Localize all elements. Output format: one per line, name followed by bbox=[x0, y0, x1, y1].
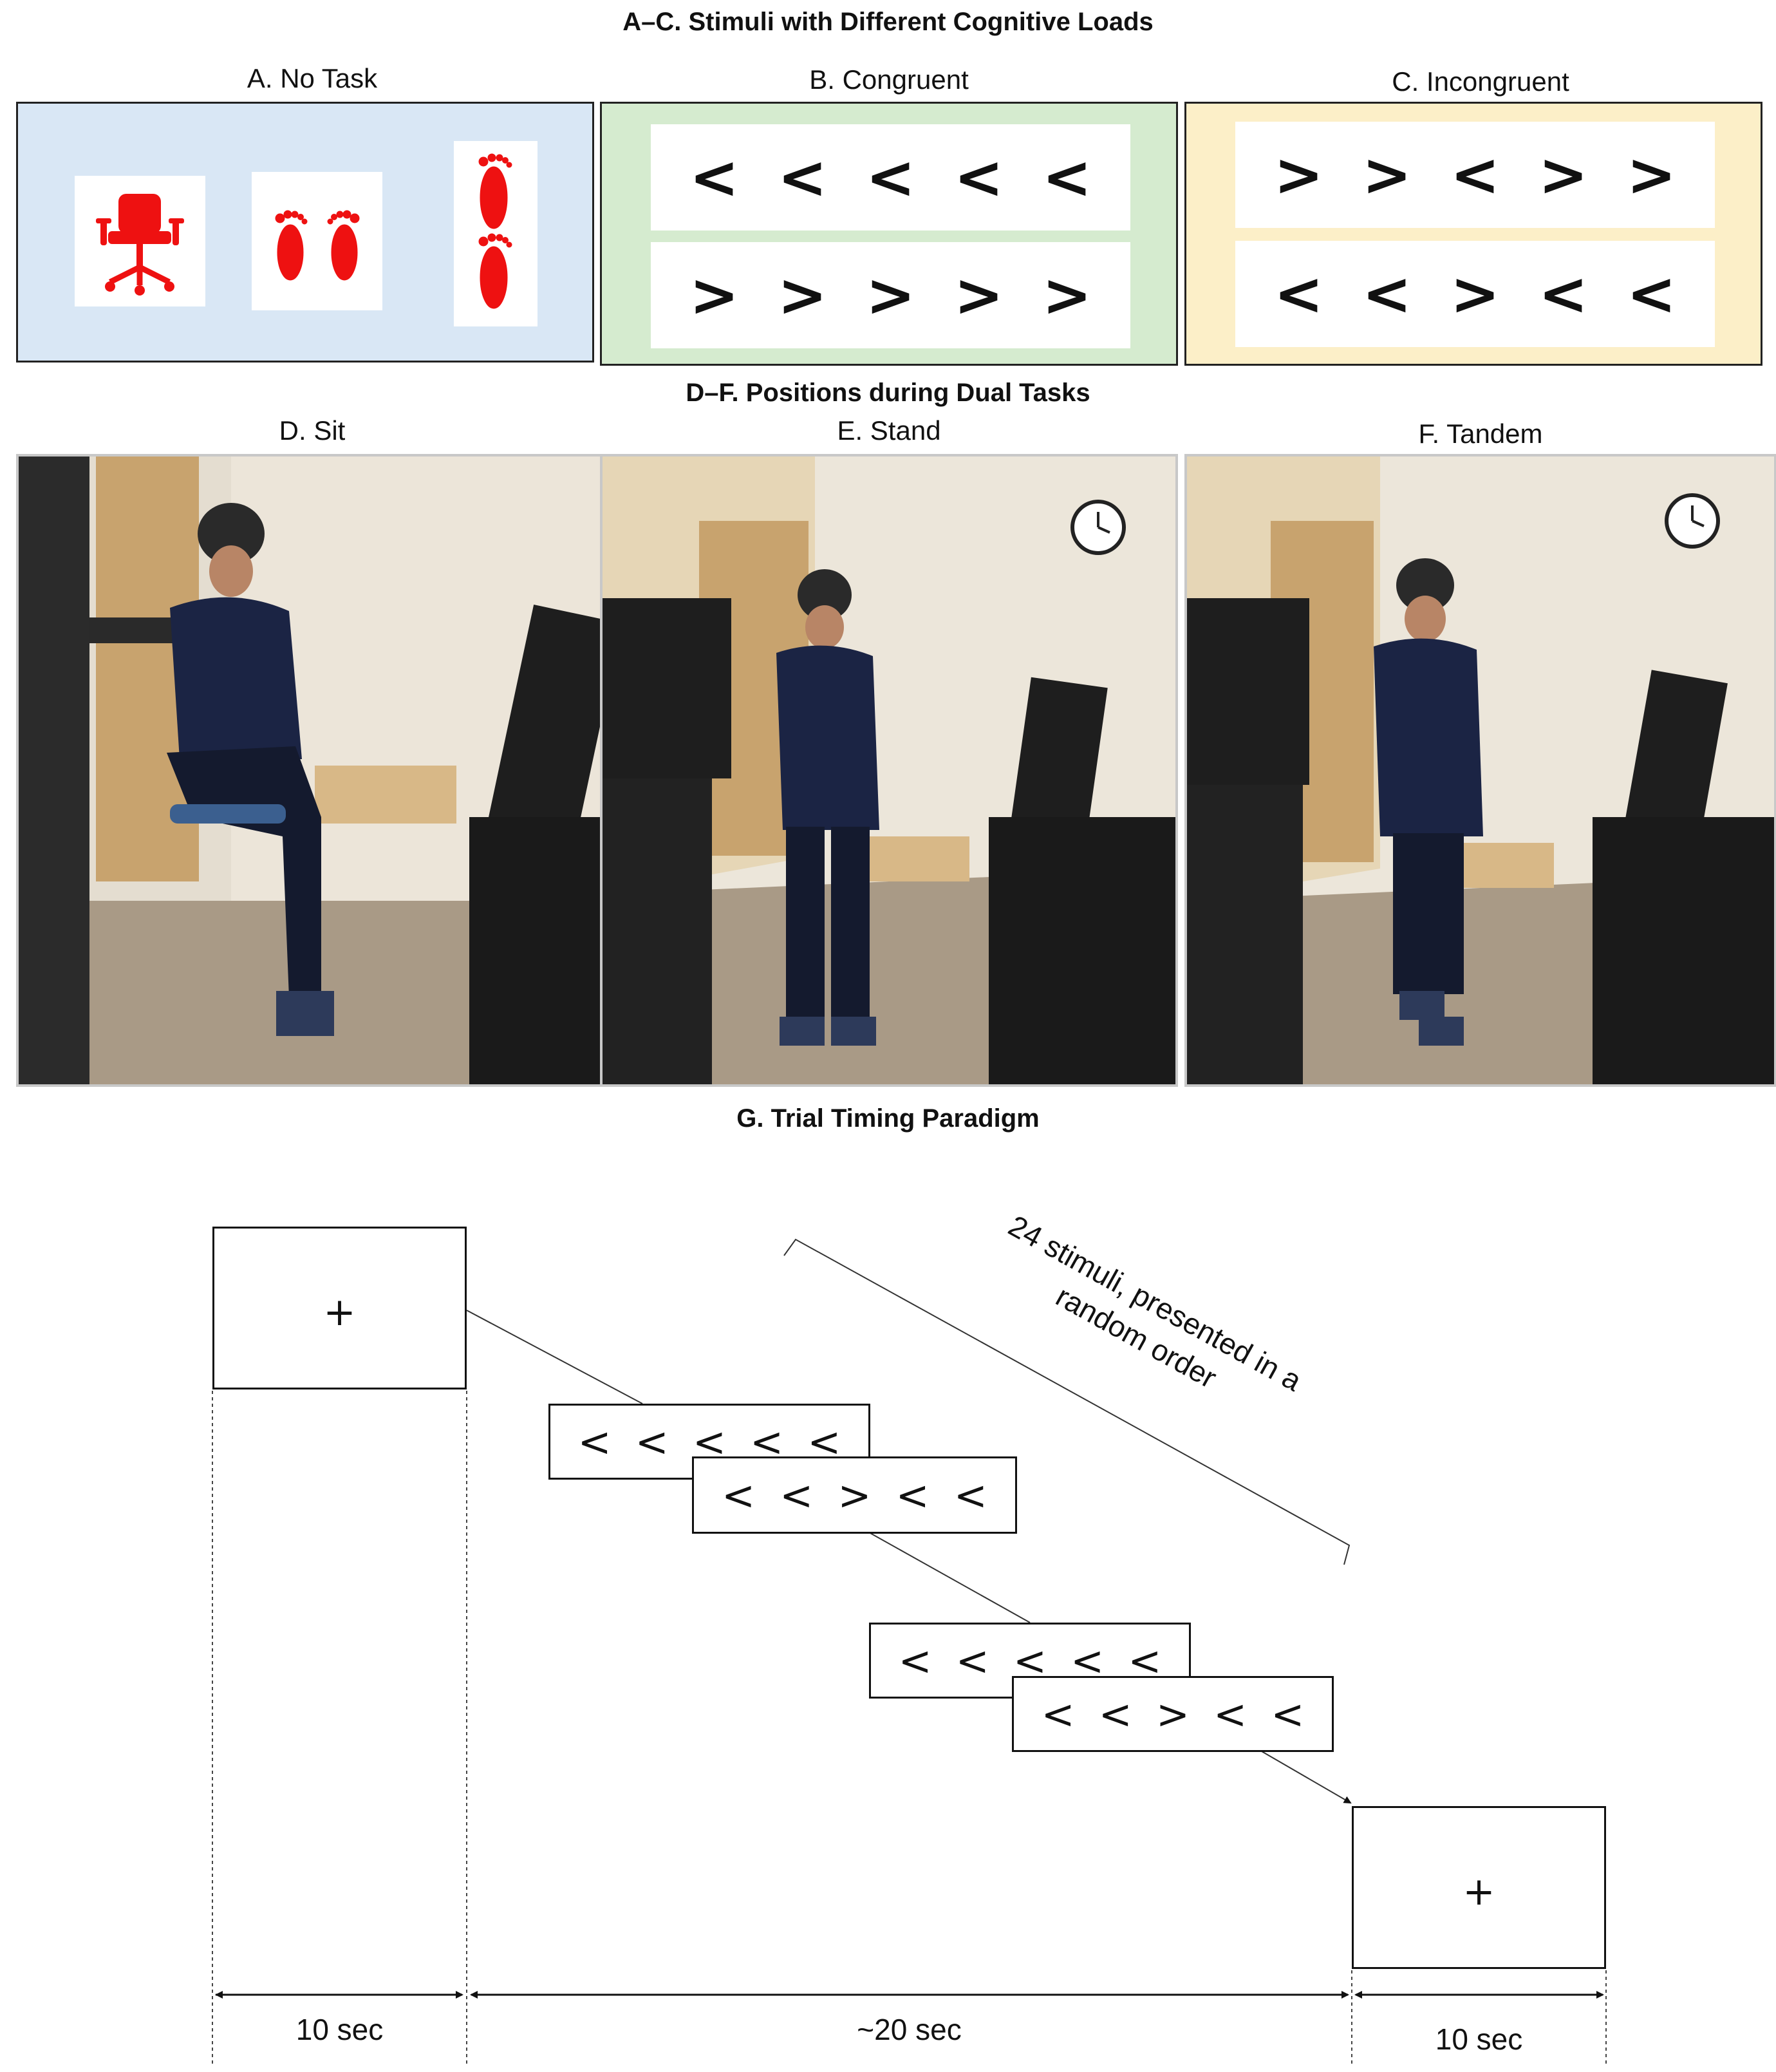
no-task-panel bbox=[16, 102, 594, 363]
tandem-feet-card bbox=[454, 141, 537, 326]
duration-label-fixation-start: 10 sec bbox=[295, 2013, 384, 2046]
photo-tandem bbox=[1184, 454, 1776, 1087]
fixation-cross: + bbox=[1463, 1869, 1495, 1914]
arrow-glyph: > bbox=[865, 261, 916, 330]
arrow-glyph: > bbox=[777, 261, 828, 330]
arrow-glyph: > bbox=[689, 261, 740, 330]
congruent-card-top: < < < < < bbox=[651, 124, 1130, 231]
chair-card bbox=[75, 176, 205, 306]
stimulus-arrows: < < > < < bbox=[694, 1458, 1015, 1532]
arrow-glyph: > bbox=[1155, 1690, 1190, 1738]
arrow-glyph: > bbox=[1273, 140, 1324, 209]
stimulus-box: < < > < < bbox=[1012, 1676, 1334, 1752]
panel-label-incongruent: C. Incongruent bbox=[1392, 66, 1569, 97]
arrow-glyph: > bbox=[1042, 261, 1092, 330]
arrow-glyph: < bbox=[722, 1471, 756, 1519]
arrow-glyph: < bbox=[777, 143, 828, 212]
section-title-timing: G. Trial Timing Paradigm bbox=[736, 1104, 1040, 1133]
arrow-glyph: < bbox=[955, 1637, 989, 1684]
arrow-glyph: < bbox=[1273, 259, 1324, 328]
arrow-glyph: < bbox=[895, 1471, 930, 1519]
arrow-glyph: < bbox=[953, 1471, 987, 1519]
panel-label-sit: D. Sit bbox=[279, 415, 346, 446]
congruent-card-bottom: > > > > > bbox=[651, 242, 1130, 348]
panel-label-congruent: B. Congruent bbox=[809, 64, 969, 95]
arrow-glyph: > bbox=[953, 261, 1004, 330]
arrow-glyph: > bbox=[1450, 259, 1500, 328]
arrow-glyph: < bbox=[1361, 259, 1412, 328]
incongruent-panel: > > < > > < < > < < bbox=[1184, 102, 1762, 366]
connector-line bbox=[868, 1532, 1031, 1623]
arrow-glyph: < bbox=[1450, 140, 1500, 209]
arrow-glyph: < bbox=[577, 1418, 612, 1465]
duration-label-stimuli: ~20 sec bbox=[857, 2013, 962, 2046]
incongruent-card-top: > > < > > bbox=[1235, 122, 1715, 228]
congruent-panel: < < < < < > > > > > bbox=[600, 102, 1178, 366]
arrow-glyph: < bbox=[1626, 259, 1677, 328]
arrow-glyph: < bbox=[1538, 259, 1589, 328]
office-chair-icon bbox=[96, 194, 184, 296]
arrow-glyph: < bbox=[780, 1471, 814, 1519]
connector-line bbox=[466, 1310, 643, 1404]
connector-arrow bbox=[1261, 1751, 1352, 1804]
stand-photo-illustration bbox=[603, 457, 1175, 1084]
arrow-glyph: < bbox=[1271, 1690, 1305, 1738]
fixation-cross: + bbox=[323, 1290, 356, 1335]
tandem-photo-illustration bbox=[1187, 457, 1774, 1084]
fixation-box-start: + bbox=[212, 1227, 467, 1389]
arrow-glyph: > bbox=[837, 1471, 872, 1519]
incongruent-row-bottom: < < > < < bbox=[1235, 241, 1715, 347]
arrow-glyph: < bbox=[865, 143, 916, 212]
arrow-glyph: > bbox=[1361, 140, 1412, 209]
two-footprints-icon bbox=[275, 210, 360, 281]
feet-card bbox=[252, 172, 382, 310]
duration-label-fixation-end: 10 sec bbox=[1435, 2022, 1523, 2056]
bracket-line bbox=[783, 1238, 1351, 1565]
panel-label-tandem: F. Tandem bbox=[1418, 419, 1543, 449]
tandem-footprints-icon bbox=[478, 153, 512, 309]
photo-stand bbox=[600, 454, 1178, 1087]
panel-label-no-task: A. No Task bbox=[247, 63, 378, 93]
section-title-stimuli: A–C. Stimuli with Different Cognitive Lo… bbox=[622, 8, 1154, 36]
arrow-glyph: > bbox=[1538, 140, 1589, 209]
arrow-glyph: < bbox=[953, 143, 1004, 212]
photo-sit bbox=[16, 454, 608, 1087]
arrow-glyph: < bbox=[1041, 1690, 1075, 1738]
arrow-glyph: < bbox=[635, 1418, 669, 1465]
panel-label-stand: E. Stand bbox=[837, 415, 941, 446]
stimulus-arrows: < < > < < bbox=[1014, 1678, 1332, 1750]
arrow-glyph: < bbox=[1213, 1690, 1248, 1738]
stimulus-box: < < > < < bbox=[692, 1456, 1017, 1534]
fixation-box-end: + bbox=[1352, 1806, 1606, 1969]
incongruent-card-bottom: < < > < < bbox=[1235, 241, 1715, 347]
arrow-glyph: < bbox=[689, 143, 740, 212]
sit-photo-illustration bbox=[19, 457, 606, 1084]
incongruent-row-top: > > < > > bbox=[1235, 122, 1715, 228]
arrow-glyph: < bbox=[1042, 143, 1092, 212]
arrow-glyph: < bbox=[898, 1637, 932, 1684]
arrow-glyph: > bbox=[1626, 140, 1677, 209]
section-title-positions: D–F. Positions during Dual Tasks bbox=[686, 379, 1090, 407]
congruent-row-bottom: > > > > > bbox=[651, 242, 1130, 348]
arrow-glyph: < bbox=[1098, 1690, 1132, 1738]
congruent-row-top: < < < < < bbox=[651, 124, 1130, 231]
